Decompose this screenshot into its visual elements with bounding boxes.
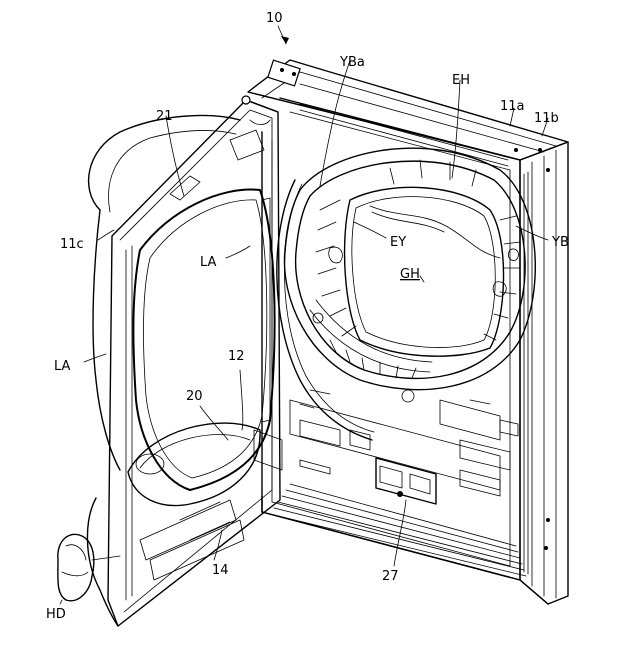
label-11c: 11c [60,237,84,252]
label-12: 12 [228,349,245,364]
cabinet-body [248,60,568,604]
label-GH: GH [400,267,420,282]
label-21: 21 [156,109,173,124]
lower-mechanism [290,390,518,504]
label-10: 10 [266,11,283,26]
label-HD: HD [46,607,66,622]
reference-labels: 10 YBa EH 11a 11b 21 11c EY YB LA GH LA … [46,11,569,622]
label-11a: 11a [500,99,525,114]
game-board-ring [277,148,535,440]
label-EH: EH [452,73,470,88]
label-YBa: YBa [339,55,365,70]
label-YB: YB [551,235,569,250]
label-27: 27 [382,569,399,584]
label-11b: 11b [534,111,559,126]
label-20: 20 [186,389,203,404]
decorative-cover-LA [58,116,240,626]
label-EY: EY [390,235,406,250]
label-14: 14 [212,563,229,578]
front-door [108,96,282,626]
label-LA-inner: LA [200,255,217,270]
label-LA-outer: LA [54,359,71,374]
